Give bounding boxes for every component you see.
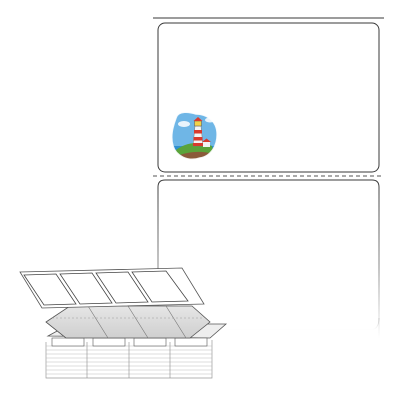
fanfold-stack	[19, 267, 228, 379]
stack-top-sheet	[19, 267, 205, 309]
label-2	[157, 179, 380, 338]
stack-label-1	[23, 273, 77, 306]
stack-layers	[45, 340, 213, 379]
stack-label-4	[131, 270, 189, 303]
stack-fold	[45, 305, 211, 339]
stack-label-3	[95, 271, 149, 304]
stack-label-2	[59, 272, 113, 305]
lighthouse-icon	[171, 111, 218, 160]
